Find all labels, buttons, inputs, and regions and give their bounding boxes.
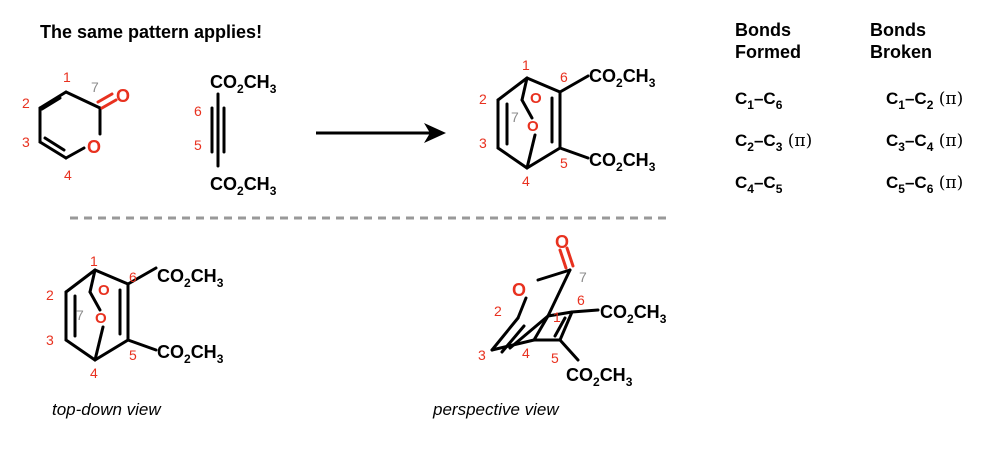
bond-table: Bonds Formed Bonds Broken C1–C6 C2–C3 (π… (735, 20, 963, 196)
product-top-group: CO2CH3 (589, 66, 656, 90)
pyrone-carbonyl-oxygen: O (116, 86, 130, 106)
perspective-number-5: 5 (551, 350, 559, 366)
pyrone-number-3: 3 (22, 134, 30, 150)
product-number-4: 4 (522, 173, 530, 189)
broken-row-1: C1–C2 (π) (886, 89, 963, 112)
topdown-number-4: 4 (90, 365, 98, 381)
alkyne-bottom-group: CO2CH3 (210, 174, 277, 198)
topdown-number-3: 3 (46, 332, 54, 348)
perspective-number-2: 2 (494, 303, 502, 319)
perspective-number-4: 4 (522, 345, 530, 361)
perspective-number-3: 3 (478, 347, 486, 363)
perspective-ring-oxygen: O (512, 280, 526, 300)
perspective-number-7: 7 (579, 269, 587, 285)
product-ring-oxygen: O (527, 118, 539, 135)
perspective-number-1: 1 (553, 309, 561, 325)
product-number-6: 6 (560, 69, 568, 85)
topdown-bottom-group: CO2CH3 (157, 342, 224, 366)
pyrone-number-1: 1 (63, 69, 71, 85)
topdown-number-6: 6 (129, 269, 137, 285)
topdown-number-1: 1 (90, 253, 98, 269)
pyrone-number-2: 2 (22, 95, 30, 111)
broken-header-line1: Bonds (870, 20, 926, 40)
perspective-carbonyl-oxygen: O (555, 232, 569, 252)
topdown-molecule: O O CO2CH3 CO2CH3 1 2 3 4 5 6 7 (46, 253, 224, 381)
product-carbonyl-oxygen: O (530, 90, 542, 107)
topdown-carbonyl-oxygen: O (98, 282, 110, 299)
product-number-5: 5 (560, 155, 568, 171)
pyrone-number-7: 7 (91, 79, 99, 95)
alkyne-number-5: 5 (194, 137, 202, 153)
product-number-7: 7 (511, 109, 519, 125)
perspective-bottom-group: CO2CH3 (566, 365, 633, 389)
perspective-caption: perspective view (432, 400, 560, 419)
pyrone-ring-oxygen: O (87, 137, 101, 157)
topdown-number-5: 5 (129, 347, 137, 363)
topdown-ring-oxygen: O (95, 310, 107, 327)
formed-row-1: C1–C6 (735, 89, 783, 112)
perspective-top-group: CO2CH3 (600, 302, 667, 326)
product-number-1: 1 (522, 57, 530, 73)
topdown-number-7: 7 (76, 307, 84, 323)
alkyne-top-group: CO2CH3 (210, 72, 277, 96)
broken-header-line2: Broken (870, 42, 932, 62)
formed-header-line1: Bonds (735, 20, 791, 40)
alkyne-number-6: 6 (194, 103, 202, 119)
formed-row-2: C2–C3 (π) (735, 131, 812, 154)
pyrone-number-4: 4 (64, 167, 72, 183)
broken-row-2: C3–C4 (π) (886, 131, 963, 154)
perspective-molecule: O O CO2CH3 CO2CH3 1 2 3 4 5 6 7 (478, 232, 667, 389)
alkyne-molecule: CO2CH3 CO2CH3 6 5 (194, 72, 277, 198)
product-bottom-group: CO2CH3 (589, 150, 656, 174)
pyrone-molecule: O O 1 2 3 4 7 (22, 69, 130, 183)
broken-row-3: C5–C6 (π) (886, 173, 963, 196)
perspective-number-6: 6 (577, 292, 585, 308)
product-molecule: O O CO2CH3 CO2CH3 1 2 3 4 5 6 7 (479, 57, 656, 189)
topdown-number-2: 2 (46, 287, 54, 303)
product-number-3: 3 (479, 135, 487, 151)
formed-row-3: C4–C5 (735, 173, 783, 196)
page-title: The same pattern applies! (40, 22, 262, 42)
topdown-top-group: CO2CH3 (157, 266, 224, 290)
product-number-2: 2 (479, 91, 487, 107)
formed-header-line2: Formed (735, 42, 801, 62)
topdown-caption: top-down view (52, 400, 162, 419)
reaction-arrow (316, 123, 446, 143)
